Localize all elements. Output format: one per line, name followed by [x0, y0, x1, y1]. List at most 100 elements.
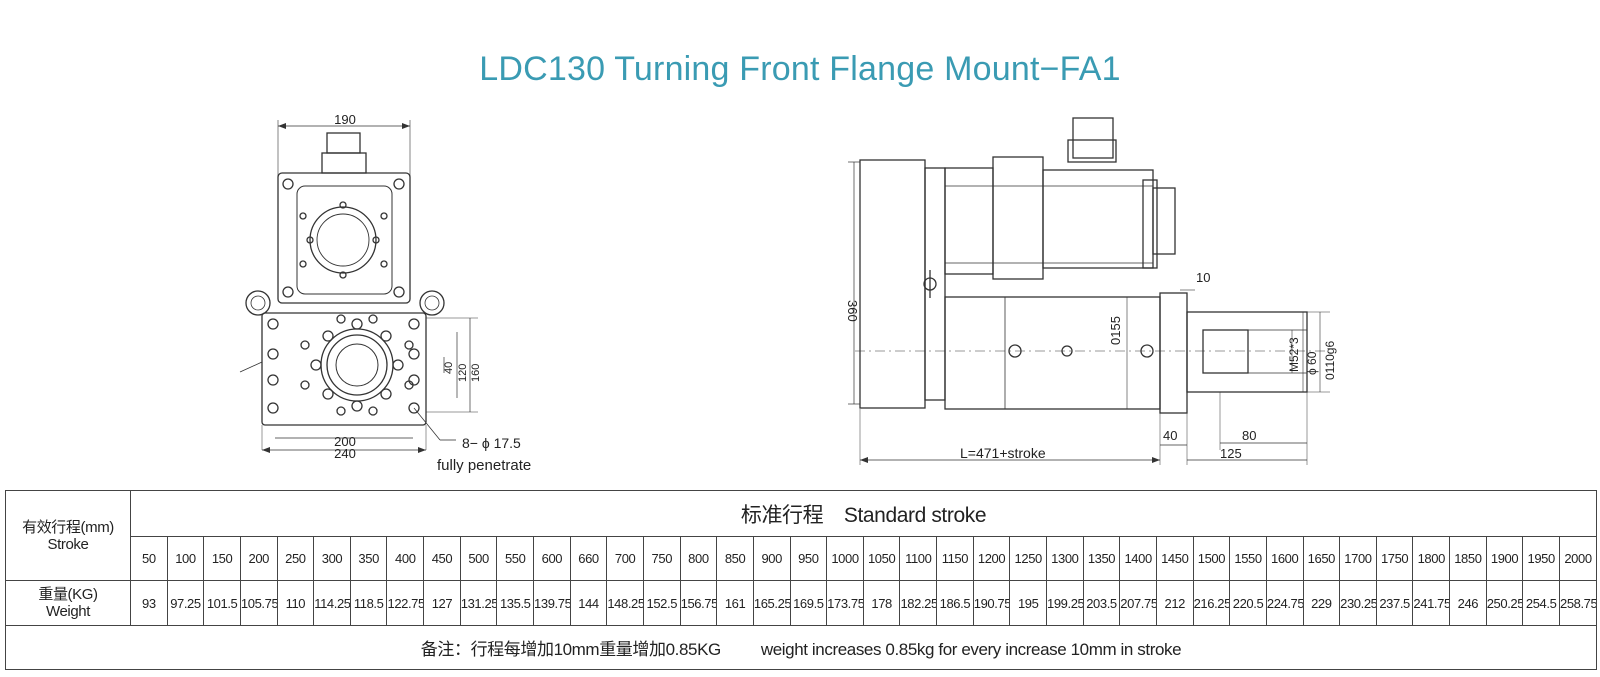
stroke-cell: 1800	[1412, 536, 1451, 582]
hole-callout: 8− ϕ 17.5	[462, 435, 521, 451]
dim-240: 240	[334, 446, 356, 461]
stroke-cell: 1300	[1046, 536, 1084, 582]
stroke-cell: 100	[166, 536, 205, 582]
weight-cell: 254.5	[1522, 580, 1560, 626]
stroke-cell: 1100	[899, 536, 938, 582]
weight-cell: 169.5	[789, 580, 828, 626]
weight-cell: 207.75	[1119, 580, 1157, 626]
stroke-cell: 550	[496, 536, 535, 582]
stroke-cell: 1700	[1339, 536, 1377, 582]
weight-cell: 165.25	[752, 580, 791, 626]
weight-cell: 220.5	[1229, 580, 1267, 626]
dim-200: 200	[334, 434, 356, 449]
standard-stroke-header: 标准行程 Standard stroke	[130, 489, 1597, 538]
weight-cell: 212	[1155, 580, 1194, 626]
stroke-cell: 900	[752, 536, 791, 582]
drawing-title: LDC130 Turning Front Flange Mount−FA1	[479, 50, 1121, 88]
stroke-cell: 660	[569, 536, 608, 582]
weight-cell: 190.75	[972, 580, 1011, 626]
side-view	[848, 117, 1330, 465]
stroke-cell: 850	[716, 536, 754, 582]
stroke-label-cn: 有效行程(mm)	[22, 518, 114, 536]
stroke-cell: 250	[276, 536, 315, 582]
dim-125: 125	[1220, 446, 1242, 461]
weight-label-en: Weight	[45, 603, 90, 621]
dim-10: 10	[1196, 270, 1210, 285]
weight-cell: 135.5	[496, 580, 535, 626]
stroke-cell: 200	[239, 536, 278, 582]
weight-cell: 148.25	[606, 580, 644, 626]
dim-120: 120	[457, 364, 469, 382]
stroke-cell: 1650	[1302, 536, 1341, 582]
stroke-cell: 800	[679, 536, 718, 582]
weight-cell: 127	[423, 580, 461, 626]
stroke-cell: 1200	[972, 536, 1011, 582]
stroke-cell: 50	[130, 536, 168, 582]
weight-cell: 118.5	[349, 580, 388, 626]
dim-155: 0155	[1108, 316, 1123, 345]
weight-cell: 105.75	[239, 580, 278, 626]
weight-cell: 122.75	[386, 580, 425, 626]
weight-cell: 139.75	[533, 580, 571, 626]
weight-cell: 131.25	[459, 580, 498, 626]
weight-cell: 101.5	[203, 580, 241, 626]
stroke-cell: 750	[642, 536, 681, 582]
weight-cell: 216.25	[1192, 580, 1231, 626]
front-view	[239, 120, 478, 453]
weight-label-cn: 重量(KG)	[38, 586, 98, 604]
hole-note: fully penetrate	[437, 457, 531, 474]
weight-row-label: 重量(KG) Weight	[5, 580, 131, 626]
stroke-cell: 1150	[936, 536, 974, 582]
stroke-cell: 450	[423, 536, 461, 582]
dim-160: 160	[470, 364, 482, 382]
weight-cell: 203.5	[1082, 580, 1121, 626]
weight-cell: 161	[716, 580, 754, 626]
stroke-cell: 2000	[1558, 536, 1598, 582]
stroke-cell: 1250	[1009, 536, 1048, 582]
weight-cell: 114.25	[313, 580, 351, 626]
stroke-label-en: Stroke	[47, 535, 89, 553]
weight-cell: 224.75	[1265, 580, 1304, 626]
stroke-cell: 1900	[1485, 536, 1524, 582]
weight-cell: 229	[1302, 580, 1341, 626]
weight-cell: 258.75	[1558, 580, 1598, 626]
length-formula: L=471+stroke	[960, 445, 1046, 461]
stroke-cell: 1750	[1375, 536, 1414, 582]
weight-cell: 110	[276, 580, 315, 626]
weight-cell: 182.25	[899, 580, 938, 626]
weight-cell: 199.25	[1046, 580, 1084, 626]
stroke-row-label: 有效行程(mm) Stroke	[5, 489, 131, 582]
weight-cell: 97.25	[166, 580, 205, 626]
note-en: weight increases 0.85kg for every increa…	[760, 639, 1182, 659]
stroke-cell: 350	[349, 536, 388, 582]
technical-drawing: 190 200 240 40 120 160 8− ϕ 17.5 fully p…	[239, 112, 1337, 474]
dim-360: 360	[845, 300, 860, 322]
stroke-cell: 600	[533, 536, 571, 582]
weight-cell: 144	[569, 580, 608, 626]
weight-cell: 156.75	[679, 580, 718, 626]
stroke-cell: 300	[313, 536, 351, 582]
weight-cell: 230.25	[1339, 580, 1377, 626]
dim-60: ϕ 60	[1305, 351, 1319, 375]
stroke-cell: 1050	[862, 536, 901, 582]
stroke-cell: 500	[459, 536, 498, 582]
dim-40: 40	[443, 362, 455, 374]
weight-cell: 178	[862, 580, 901, 626]
weight-cell: 195	[1009, 580, 1048, 626]
stroke-cell: 1500	[1192, 536, 1231, 582]
weight-cell: 93	[130, 580, 168, 626]
stroke-cell: 950	[789, 536, 828, 582]
stroke-cell: 1850	[1449, 536, 1487, 582]
weight-cell: 152.5	[642, 580, 681, 626]
stroke-cell: 1550	[1229, 536, 1267, 582]
weight-cell: 246	[1449, 580, 1487, 626]
stroke-cell: 1450	[1155, 536, 1194, 582]
weight-cell: 241.75	[1412, 580, 1451, 626]
stroke-cell: 1950	[1522, 536, 1560, 582]
dim-m52: M52*3	[1287, 337, 1301, 372]
weight-cell: 237.5	[1375, 580, 1414, 626]
